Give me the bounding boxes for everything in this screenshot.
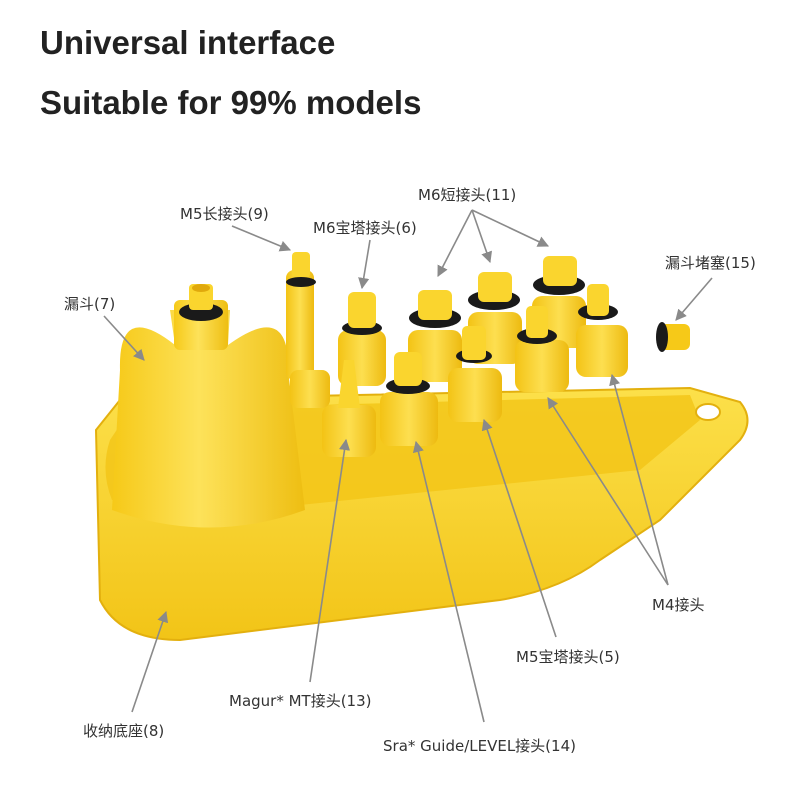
funnel [112,284,305,528]
label-m6-short-fitting: M6短接头(11) [418,186,517,204]
m5-pagoda-fitting [448,326,502,422]
headline-suitable-models: Suitable for 99% models [40,84,422,121]
m4-fittings [515,284,628,392]
leader-lines [103,209,713,723]
magura-mt-fitting [322,360,376,457]
sram-guide-level-fitting [380,352,438,446]
label-storage-base: 收纳底座(8) [83,722,165,740]
label-m4-fitting: M4接头 [652,596,705,614]
label-funnel-plug: 漏斗堵塞(15) [665,254,756,272]
m5-long-fitting [286,252,330,408]
headline-universal-interface: Universal interface [40,24,336,61]
label-magura-mt-fitting: Magur* MT接头(13) [229,692,372,710]
label-sram-guide-level-fitting: Sra* Guide/LEVEL接头(14) [383,737,576,755]
label-funnel: 漏斗(7) [64,295,116,313]
m6-pagoda-fitting [338,292,386,386]
m6-short-fittings [408,256,586,382]
label-m6-pagoda-fitting: M6宝塔接头(6) [313,219,417,237]
hang-hole [695,403,721,421]
funnel-plug [656,322,690,352]
label-m5-long-fitting: M5长接头(9) [180,205,269,223]
label-m5-pagoda-fitting: M5宝塔接头(5) [516,648,620,666]
